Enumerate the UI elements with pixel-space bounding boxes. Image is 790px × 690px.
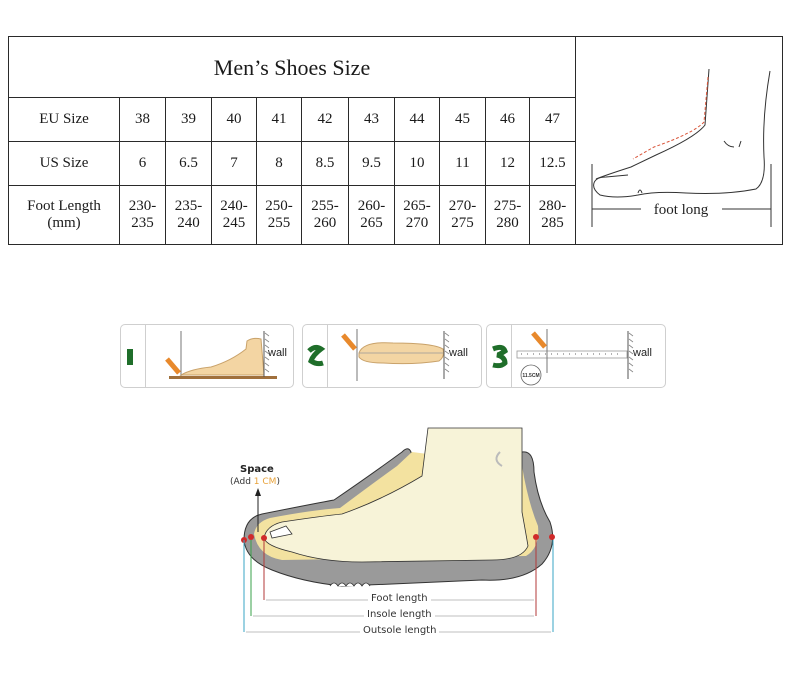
foot-length-label: Foot Length — [27, 198, 101, 214]
eu-cell: 46 — [485, 97, 530, 142]
length-cell: 230-235 — [119, 185, 166, 245]
us-cell: 6 — [119, 141, 166, 186]
chart-title: Men’s Shoes Size — [8, 36, 576, 98]
us-cell: 11 — [439, 141, 486, 186]
us-cell: 8.5 — [301, 141, 349, 186]
foot-length-label: Foot length — [368, 593, 431, 604]
ruler-badge: 11.5CM — [522, 373, 539, 379]
row-label: Foot Length(mm) — [8, 185, 120, 245]
step-1-number-icon — [127, 349, 133, 365]
length-cell: 240-245 — [211, 185, 257, 245]
length-cell: 255-260 — [301, 185, 349, 245]
length-cell: 280-285 — [529, 185, 576, 245]
space-note: (Add 1 CM) — [230, 477, 280, 487]
us-cell: 7 — [211, 141, 257, 186]
step-2-panel: wall — [302, 324, 482, 388]
step-1-illustration — [127, 331, 277, 379]
shoe-length-diagram: Space (Add 1 CM) Foot length Insole leng… — [222, 422, 582, 642]
us-cell: 12 — [485, 141, 530, 186]
eu-cell: 39 — [165, 97, 212, 142]
ruler-icon — [516, 350, 628, 359]
length-cell: 265-270 — [394, 185, 440, 245]
length-cell: 260-265 — [348, 185, 395, 245]
us-cell: 10 — [394, 141, 440, 186]
us-cell: 8 — [256, 141, 302, 186]
step-1-panel: wall — [120, 324, 294, 388]
row-label: US Size — [8, 141, 120, 186]
measure-steps: wall wall 11.5CM wall — [120, 324, 666, 388]
foot-length-row: Foot Length(mm) 230-235 235-240 240-245 … — [8, 185, 783, 245]
step-2-illustration — [307, 329, 450, 381]
foot-outline-icon: foot long — [591, 68, 772, 227]
outsole-length-label: Outsole length — [360, 625, 440, 636]
foot-diagram: foot long — [575, 36, 783, 245]
row-label: EU Size — [8, 97, 120, 142]
eu-cell: 45 — [439, 97, 486, 142]
us-cell: 9.5 — [348, 141, 395, 186]
size-chart-table: Men’s Shoes Size foot long EU Size 38 39… — [8, 36, 783, 245]
step-3-illustration: 11.5CM — [492, 329, 634, 386]
us-size-row: US Size 6 6.5 7 8 8.5 9.5 10 11 12 12.5 — [8, 141, 783, 186]
length-cell: 275-280 — [485, 185, 530, 245]
length-cell: 270-275 — [439, 185, 486, 245]
wall-label: wall — [449, 347, 468, 359]
step-3-panel: 11.5CM wall — [486, 324, 666, 388]
step-2-number-icon — [307, 344, 326, 367]
us-cell: 12.5 — [529, 141, 576, 186]
eu-cell: 40 — [211, 97, 257, 142]
foot-length-unit: (mm) — [47, 215, 81, 231]
eu-cell: 44 — [394, 97, 440, 142]
eu-cell: 42 — [301, 97, 349, 142]
space-title: Space — [240, 464, 274, 475]
insole-length-label: Insole length — [364, 609, 435, 620]
us-cell: 6.5 — [165, 141, 212, 186]
step-3-number-icon — [492, 344, 508, 369]
length-cell: 235-240 — [165, 185, 212, 245]
length-cell: 250-255 — [256, 185, 302, 245]
wall-label: wall — [633, 347, 652, 359]
eu-cell: 43 — [348, 97, 395, 142]
wall-label: wall — [268, 347, 287, 359]
eu-cell: 41 — [256, 97, 302, 142]
space-accent: 1 CM — [253, 477, 277, 487]
eu-cell: 47 — [529, 97, 576, 142]
eu-cell: 38 — [119, 97, 166, 142]
foot-long-label: foot long — [654, 202, 709, 218]
shoe-cross-section-icon — [241, 427, 555, 633]
